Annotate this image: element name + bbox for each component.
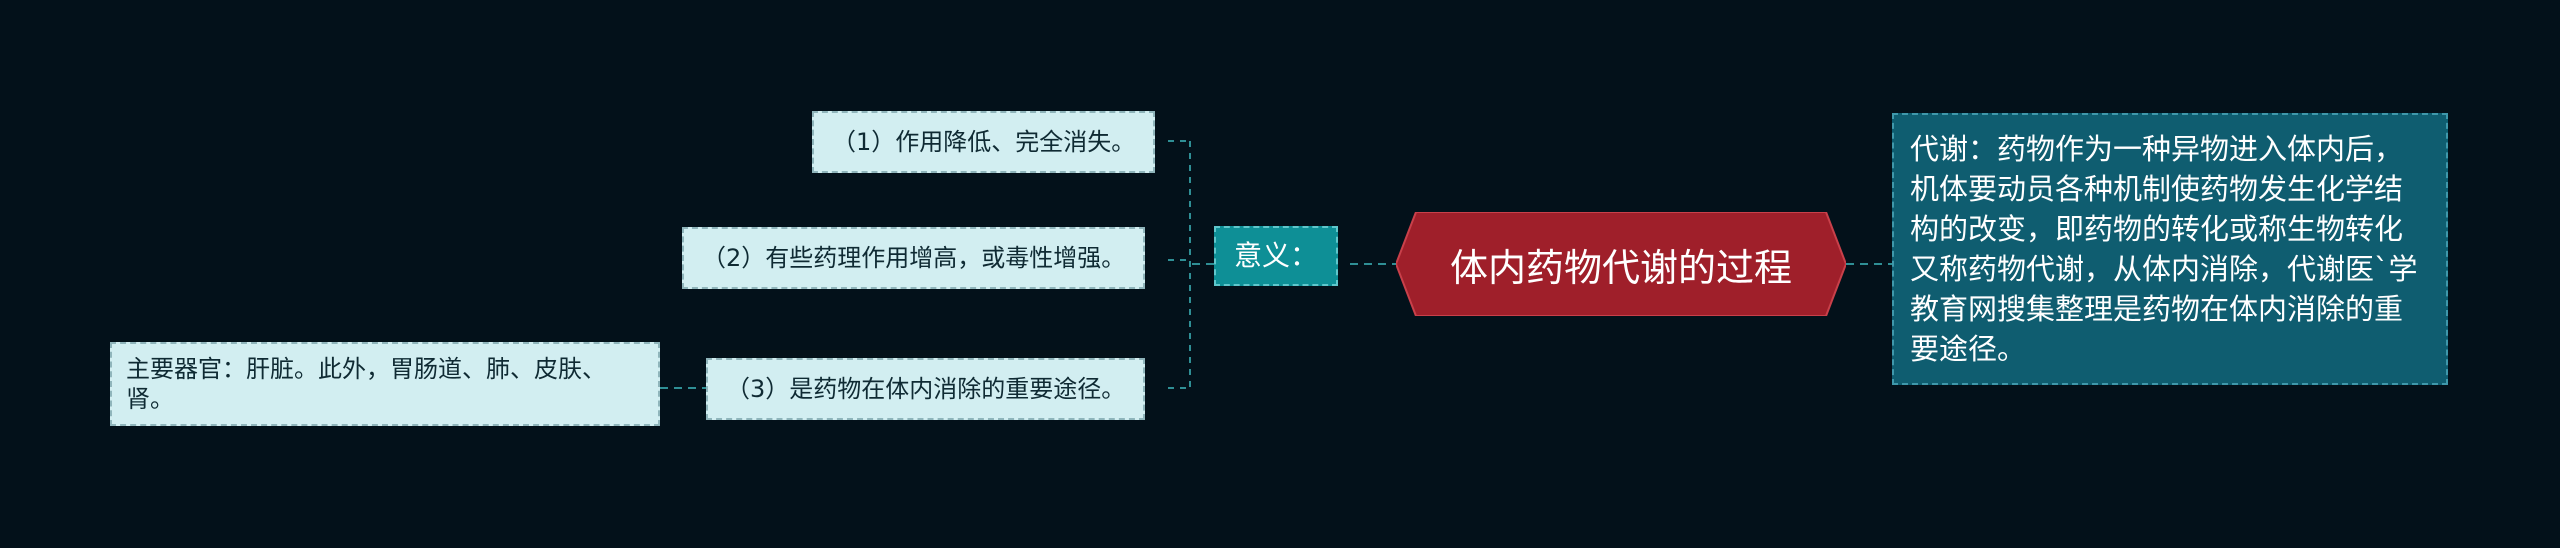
description-text: 代谢：药物作为一种异物进入体内后，机体要动员各种机制使药物发生化学结构的改变，即… (1910, 132, 2418, 366)
central-topic-title: 体内药物代谢的过程 (1449, 245, 1792, 290)
meaning-item-1-text: （1）作用降低、完全消失。 (832, 128, 1136, 156)
meaning-item-1: （1）作用降低、完全消失。 (812, 111, 1156, 173)
central-topic-shape (1396, 212, 1846, 316)
meaning-item-3-text: （3）是药物在体内消除的重要途径。 (726, 375, 1126, 403)
meaning-label-text: 意义： (1234, 239, 1319, 272)
meaning-item-2: （2）有些药理作用增高，或毒性增强。 (682, 227, 1146, 289)
meaning-item-2-text: （2）有些药理作用增高，或毒性增强。 (702, 244, 1126, 272)
meaning-item-3: （3）是药物在体内消除的重要途径。 (706, 358, 1146, 420)
meaning-label: 意义： (1214, 226, 1339, 286)
central-topic: 体内药物代谢的过程 (1396, 212, 1846, 316)
organ-note: 主要器官：肝脏。此外，胃肠道、肺、皮肤、肾。 (110, 342, 660, 426)
description-box: 代谢：药物作为一种异物进入体内后，机体要动员各种机制使药物发生化学结构的改变，即… (1892, 113, 2448, 385)
organ-note-text: 主要器官：肝脏。此外，胃肠道、肺、皮肤、肾。 (126, 355, 606, 413)
